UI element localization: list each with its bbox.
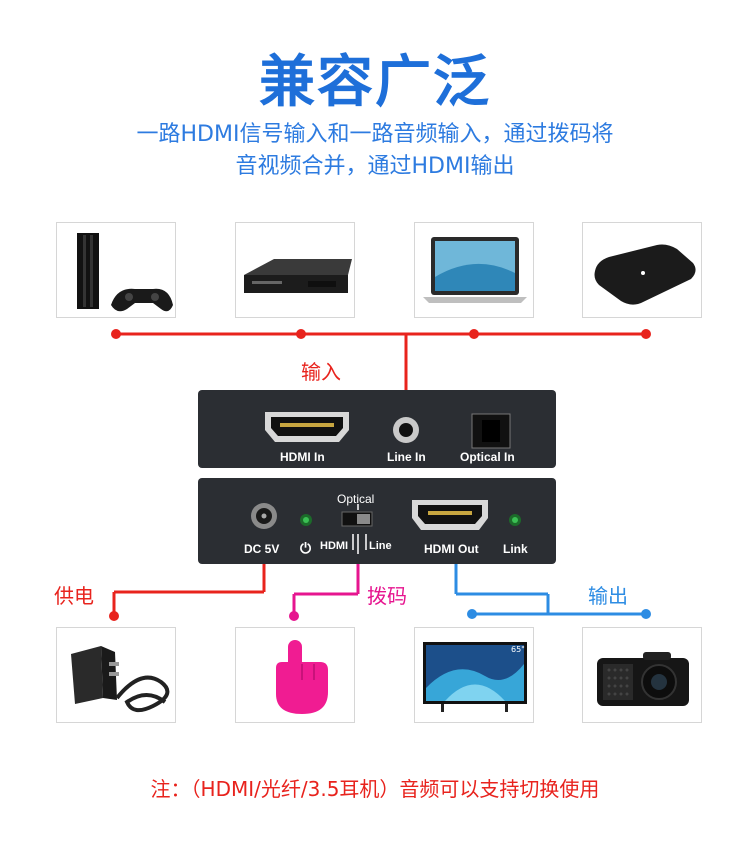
projector-box	[582, 627, 702, 723]
line-switch-label: Line	[369, 540, 392, 552]
game-console-icon	[77, 233, 173, 312]
television-box: 65"	[414, 627, 534, 723]
hdmi-out-port-icon	[412, 500, 488, 530]
optical-in-label: Optical In	[460, 450, 515, 464]
dc-5v-label: DC 5V	[244, 542, 280, 556]
power-adapter-icon	[71, 646, 170, 713]
output-label: 输出	[588, 584, 628, 608]
back-panel: DC 5V ⏻ Optical HDMI Line HDMI Out Link	[198, 478, 556, 564]
hdmi-out-label: HDMI Out	[424, 542, 479, 556]
finger-press-icon	[276, 640, 328, 714]
projector-icon	[597, 652, 689, 706]
hdmi-switch-label: HDMI	[320, 540, 349, 552]
dip-label: 拨码	[367, 584, 407, 608]
line-in-jack-icon	[393, 417, 419, 443]
subtitle-line-1: 一路HDMI信号输入和一路音频输入，通过拨码将	[136, 122, 614, 147]
output-connector-line	[454, 558, 646, 616]
compatibility-note: 注：（HDMI/光纤/3.5耳机）音频可以支持切换使用	[150, 777, 600, 801]
link-label: Link	[503, 542, 528, 556]
optical-in-port-icon	[471, 413, 511, 449]
dc-jack-icon	[251, 503, 277, 529]
power-symbol-label: ⏻	[300, 540, 312, 556]
input-label: 输入	[301, 360, 341, 384]
dvd-player-icon	[244, 259, 352, 293]
dip-connector-line	[292, 558, 360, 616]
front-panel: HDMI In Line In Optical In	[198, 390, 556, 468]
hdmi-in-label: HDMI In	[280, 450, 325, 464]
power-adapter-box	[56, 627, 176, 723]
optical-switch-label: Optical	[337, 492, 375, 506]
tv-box-icon	[594, 244, 696, 305]
tv-size-badge: 65"	[511, 645, 525, 654]
laptop-icon	[423, 237, 527, 303]
power-label: 供电	[54, 584, 94, 608]
hdmi-in-port-icon	[265, 412, 349, 442]
game-console-box	[56, 222, 176, 318]
dvd-player-box	[235, 222, 355, 318]
laptop-box	[414, 222, 534, 318]
input-connector-lines	[112, 332, 646, 616]
subtitle-line-2: 音视频合并，通过HDMI输出	[235, 154, 515, 179]
tv-box-box	[582, 222, 702, 318]
line-in-label: Line In	[387, 450, 426, 464]
input-connector-dots	[109, 329, 651, 621]
dip-switch-icon	[341, 504, 373, 554]
finger-box	[235, 627, 355, 723]
page-title: 兼容广泛	[259, 50, 491, 115]
television-icon	[423, 642, 527, 712]
